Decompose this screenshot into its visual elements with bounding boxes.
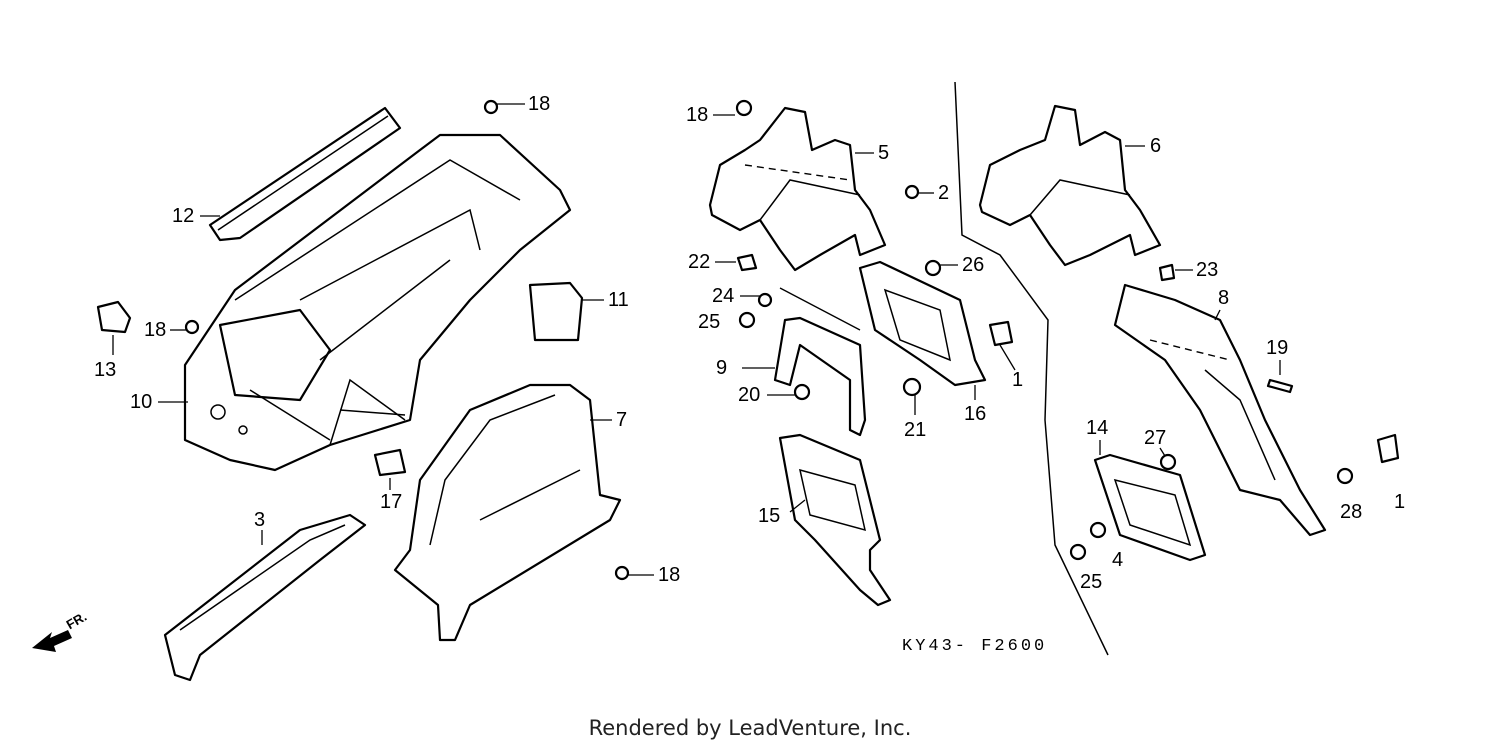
callout-1: 1	[1394, 491, 1406, 513]
callout-25: 25	[698, 311, 721, 333]
callout-13: 13	[94, 359, 117, 381]
leader-lines	[112, 103, 1281, 576]
part-11-cover	[528, 281, 584, 342]
callout-17: 17	[380, 491, 403, 513]
callout-22: 22	[688, 251, 711, 273]
front-direction-arrow	[32, 630, 72, 652]
part-15-plate-mount	[778, 433, 892, 607]
part-10-inner-fender	[183, 133, 572, 472]
section-divider-line	[954, 81, 1109, 656]
callout-3: 3	[254, 509, 266, 531]
callout-14: 14	[1086, 417, 1109, 439]
callout-12: 12	[172, 205, 195, 227]
part-6-bracket	[978, 104, 1162, 267]
part-8-rear-fender	[1113, 283, 1327, 537]
part-9-stay	[773, 316, 867, 437]
callout-18: 18	[528, 93, 551, 115]
hardware-items	[184, 99, 1400, 581]
callout-23: 23	[1196, 259, 1219, 281]
callout-9: 9	[716, 357, 728, 379]
callout-15: 15	[758, 505, 781, 527]
callout-4: 4	[1112, 549, 1124, 571]
callout-21: 21	[904, 419, 927, 441]
callout-16: 16	[964, 403, 987, 425]
diagram-code: KY43- F2600	[902, 637, 1048, 656]
callout-18: 18	[144, 319, 167, 341]
part-12-tray-cover	[208, 106, 402, 242]
callout-1: 1	[1012, 369, 1024, 391]
callout-19: 19	[1266, 337, 1289, 359]
callout-11: 11	[608, 289, 629, 311]
callout-6: 6	[1150, 135, 1162, 157]
callout-8: 8	[1218, 287, 1230, 309]
callout-28: 28	[1340, 501, 1363, 523]
callout-18: 18	[658, 564, 681, 586]
callout-24: 24	[712, 285, 735, 307]
part-7-hugger	[393, 383, 622, 642]
part-5-bracket	[708, 106, 887, 272]
callout-5: 5	[878, 142, 890, 164]
callout-27: 27	[1144, 427, 1167, 449]
callout-10: 10	[130, 391, 153, 413]
credit-line: Rendered by LeadVenture, Inc.	[588, 716, 912, 740]
part-17-pad	[373, 448, 407, 477]
part-3-chain-guard	[163, 513, 367, 682]
part-16-plate-bracket	[858, 260, 987, 387]
callout-2: 2	[938, 182, 950, 204]
callout-20: 20	[738, 384, 761, 406]
callout-26: 26	[962, 254, 985, 276]
part-13-clip	[96, 300, 132, 334]
callout-25: 25	[1080, 571, 1103, 593]
callout-18: 18	[686, 104, 709, 126]
callout-7: 7	[616, 409, 628, 431]
part-14-plate	[1093, 453, 1207, 562]
